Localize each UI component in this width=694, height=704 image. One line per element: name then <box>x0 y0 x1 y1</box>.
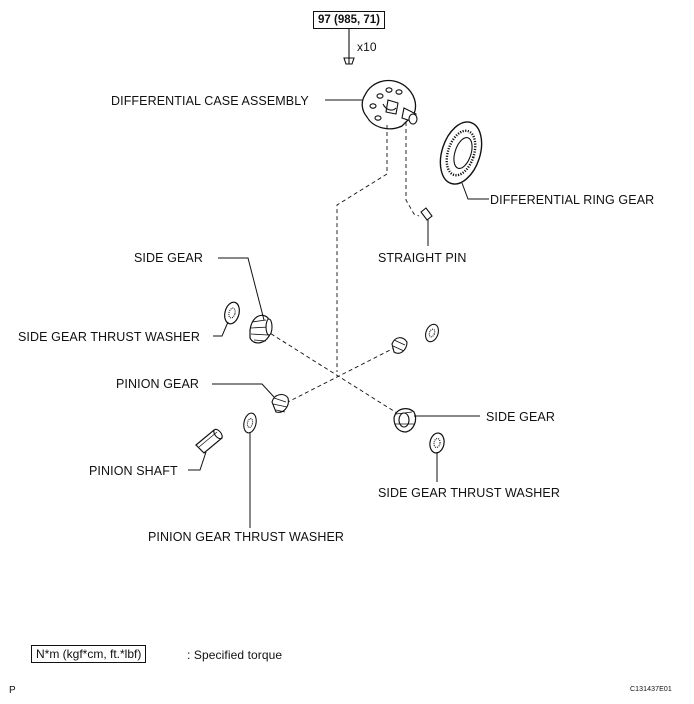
ring-gear-part <box>439 121 483 185</box>
pinion-washer-upper-part <box>425 323 439 343</box>
differential-case-label: DIFFERENTIAL CASE ASSEMBLY <box>111 94 309 108</box>
differential-case-part <box>361 79 418 130</box>
straight-pin-part <box>420 207 433 221</box>
assembly-dashed-lines <box>264 122 420 421</box>
straight-pin-label: STRAIGHT PIN <box>378 251 467 265</box>
side-gear-left-part <box>249 314 273 344</box>
drawing-id: C131437E01 <box>630 686 672 693</box>
pinion-washer-label: PINION GEAR THRUST WASHER <box>148 530 345 544</box>
leader-lines <box>188 99 489 528</box>
side-washer-left-label: SIDE GEAR THRUST WASHER <box>18 330 200 344</box>
bolt-quantity: x10 <box>357 40 377 54</box>
legend-description: : Specified torque <box>187 648 283 662</box>
side-washer-right-label: SIDE GEAR THRUST WASHER <box>378 486 560 500</box>
pinion-shaft-label: PINION SHAFT <box>89 464 178 478</box>
side-gear-right-part <box>393 408 417 433</box>
side-washer-right-part <box>429 432 445 454</box>
pinion-shaft-part <box>195 428 223 454</box>
side-gear-left-label: SIDE GEAR <box>134 251 203 265</box>
legend-units-box: N*m (kgf*cm, ft.*lbf) <box>31 645 147 663</box>
pinion-gear-lower-part <box>271 393 289 413</box>
side-gear-right-label: SIDE GEAR <box>486 410 555 424</box>
pinion-gear-label: PINION GEAR <box>116 377 200 391</box>
torque-value-box: 97 (985, 71) <box>313 11 386 29</box>
bolt-part <box>343 28 355 65</box>
side-washer-left-part <box>224 301 240 325</box>
pinion-gear-upper-part <box>391 337 408 354</box>
footer-left-mark: P <box>9 685 16 696</box>
ring-gear-label: DIFFERENTIAL RING GEAR <box>490 193 655 207</box>
pinion-washer-lower-part <box>243 412 257 434</box>
